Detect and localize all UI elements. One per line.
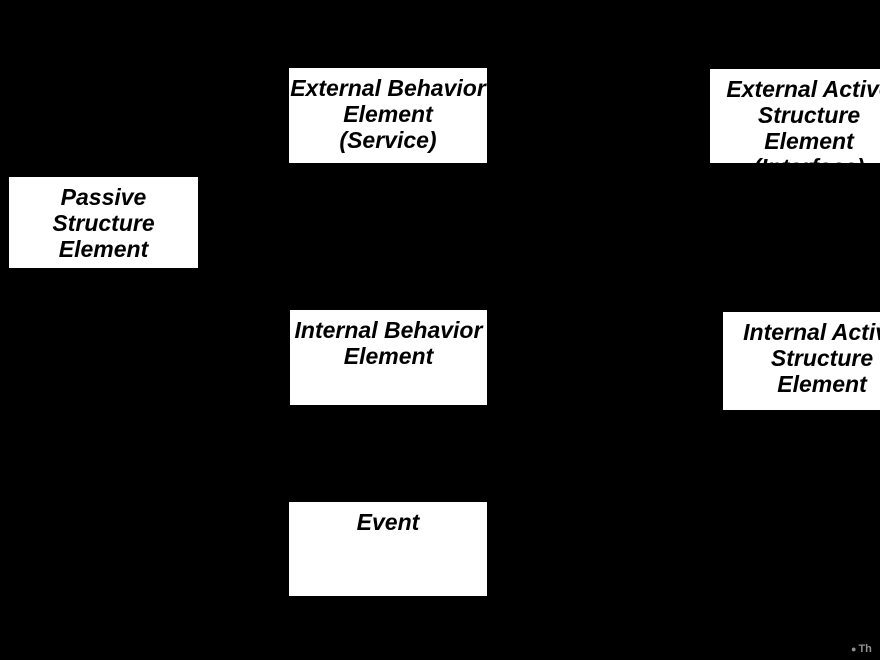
external-active-structure-element-label: External Active Structure Element (Inter… xyxy=(726,76,880,180)
event-box: Event xyxy=(289,502,487,596)
internal-active-structure-element-label: Internal Active Structure Element xyxy=(743,319,880,397)
internal-behavior-element-label: Internal Behavior Element xyxy=(294,317,483,369)
internal-active-structure-element-box: Internal Active Structure Element xyxy=(723,312,880,410)
external-active-structure-element-box: External Active Structure Element (Inter… xyxy=(710,69,880,180)
external-behavior-element-box: External Behavior Element (Service) xyxy=(289,68,487,163)
watermark-dot-icon: ● xyxy=(851,643,857,654)
passive-structure-element-box: Passive Structure Element xyxy=(9,177,198,268)
event-label: Event xyxy=(356,509,420,535)
external-behavior-element-label: External Behavior Element (Service) xyxy=(290,75,486,153)
internal-behavior-element-box: Internal Behavior Element xyxy=(290,310,487,405)
passive-structure-element-label: Passive Structure Element xyxy=(52,184,155,262)
watermark: ● Th xyxy=(851,643,872,655)
watermark-text: Th xyxy=(858,643,872,655)
